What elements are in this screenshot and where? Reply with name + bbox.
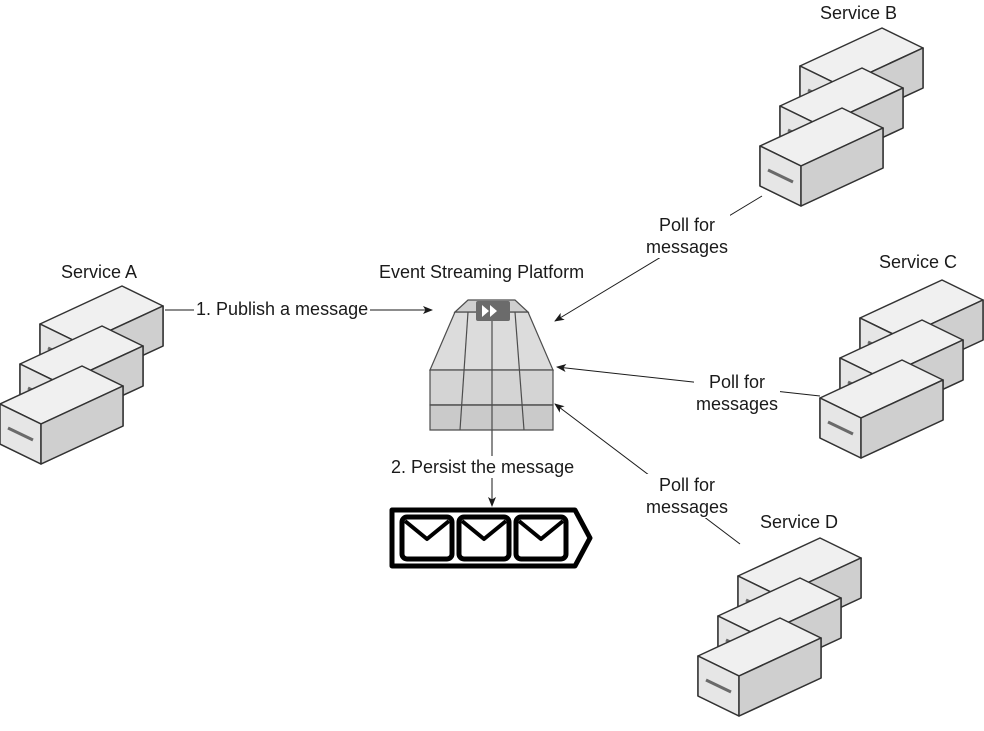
- service-d-server-stack: [697, 537, 862, 717]
- server-box-front: [819, 359, 944, 459]
- envelope-icon: [399, 514, 455, 562]
- service-b-label: Service B: [820, 3, 898, 23]
- server-box-front: [697, 617, 822, 717]
- service-a-label: Service A: [61, 262, 138, 282]
- envelope-icon: [513, 514, 569, 562]
- service-d-label: Service D: [760, 512, 839, 532]
- persist-edge-label: 2. Persist the message: [389, 456, 577, 478]
- service-c-server-stack: [819, 279, 984, 459]
- server-box-front: [759, 107, 884, 207]
- service-c-label: Service C: [879, 252, 958, 272]
- poll-b-edge-label: Poll for messages: [644, 214, 731, 258]
- envelope-icon: [456, 514, 512, 562]
- publish-edge-label: 1. Publish a message: [194, 298, 371, 320]
- message-queue: [389, 507, 593, 569]
- event-streaming-platform-icon: [429, 299, 554, 431]
- platform-label: Event Streaming Platform: [379, 262, 585, 282]
- service-b-server-stack: [759, 27, 924, 207]
- poll-d-edge-label: Poll for messages: [644, 474, 731, 518]
- service-a-server-stack: [0, 285, 164, 465]
- poll-c-edge-line: [556, 364, 821, 397]
- server-box-front: [0, 365, 124, 465]
- poll-c-edge-label: Poll for messages: [694, 371, 781, 415]
